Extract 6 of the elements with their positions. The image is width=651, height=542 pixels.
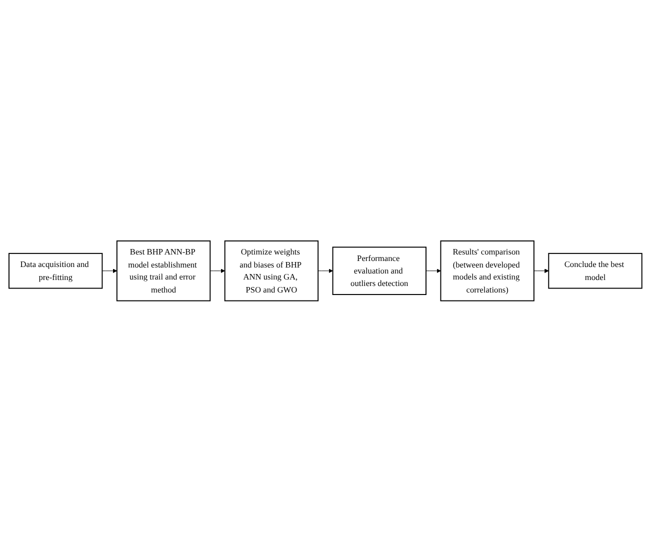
- node-box: Optimize weights and biases of BHP ANN using GA, PSO and GWO: [224, 240, 319, 302]
- node-box: Best BHP ANN-BP model establishment using trail and error method: [116, 240, 211, 302]
- node-box: Data acquisition and pre-fitting: [8, 253, 103, 289]
- node-box: Results' comparison (between developed models and existing correlations): [440, 240, 534, 302]
- node-box: Performance evaluation and outliers detection: [332, 246, 427, 296]
- node-box: Conclude the best model: [548, 253, 642, 289]
